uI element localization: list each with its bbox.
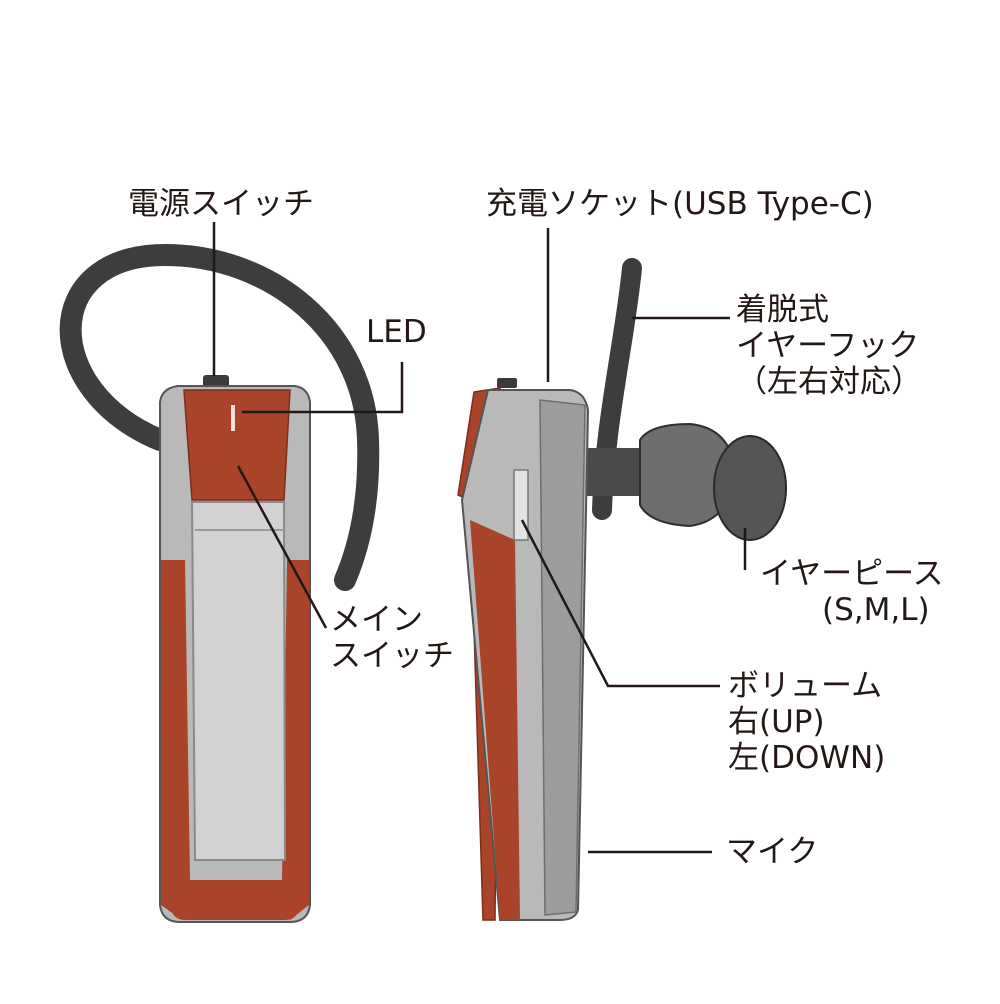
volume-text-1: ボリューム — [728, 668, 883, 704]
ear-hook-text-2: イヤーフック — [736, 328, 920, 364]
front-red-band-right — [282, 560, 309, 920]
volume-text-3: 左(DOWN) — [728, 740, 886, 776]
charging-socket-text: 充電ソケット(USB Type-C) — [486, 186, 874, 222]
label-ear-piece: イヤーピース (S,M,L) — [760, 556, 944, 628]
main-switch-text-2: スイッチ — [330, 638, 454, 674]
led-indicator — [231, 405, 235, 431]
label-charging-socket: 充電ソケット(USB Type-C) — [486, 186, 874, 222]
front-red-band-left — [161, 560, 190, 920]
ear-piece-text-1: イヤーピース — [760, 556, 944, 592]
side-top-button — [497, 378, 517, 388]
earpiece-stem — [585, 448, 645, 496]
volume-text-2: 右(UP) — [728, 704, 825, 740]
power-switch-text: 電源スイッチ — [128, 186, 314, 222]
ear-piece — [713, 435, 787, 541]
leader-led — [242, 362, 404, 414]
front-center-panel — [190, 501, 287, 861]
label-ear-hook: 着脱式 イヤーフック （左右対応） — [736, 292, 922, 400]
leader-main-switch — [236, 465, 328, 629]
leader-lines — [212, 222, 747, 854]
led-text: LED — [366, 314, 427, 350]
side-view-headset — [457, 258, 787, 921]
ear-piece-text-2: (S,M,L) — [822, 592, 930, 628]
mic-text: マイク — [726, 834, 819, 870]
label-mic: マイク — [726, 834, 818, 870]
label-power-switch: 電源スイッチ — [128, 186, 314, 222]
side-facet — [539, 399, 586, 916]
label-main-switch: メイン スイッチ — [330, 602, 454, 674]
power-switch-button — [203, 375, 229, 388]
label-volume: ボリューム 右(UP) 左(DOWN) — [728, 668, 885, 776]
ear-hook-text-3: （左右対応） — [736, 364, 922, 400]
front-red-bottom — [170, 880, 300, 920]
main-switch-panel — [183, 389, 291, 501]
main-switch-text-1: メイン — [330, 602, 423, 638]
ear-hook-text-1: 着脱式 — [736, 292, 829, 328]
side-red-lower — [470, 520, 520, 920]
label-led: LED — [366, 314, 427, 350]
front-ear-hook — [59, 243, 380, 591]
front-view-headset — [59, 243, 380, 923]
leader-volume — [520, 519, 720, 688]
